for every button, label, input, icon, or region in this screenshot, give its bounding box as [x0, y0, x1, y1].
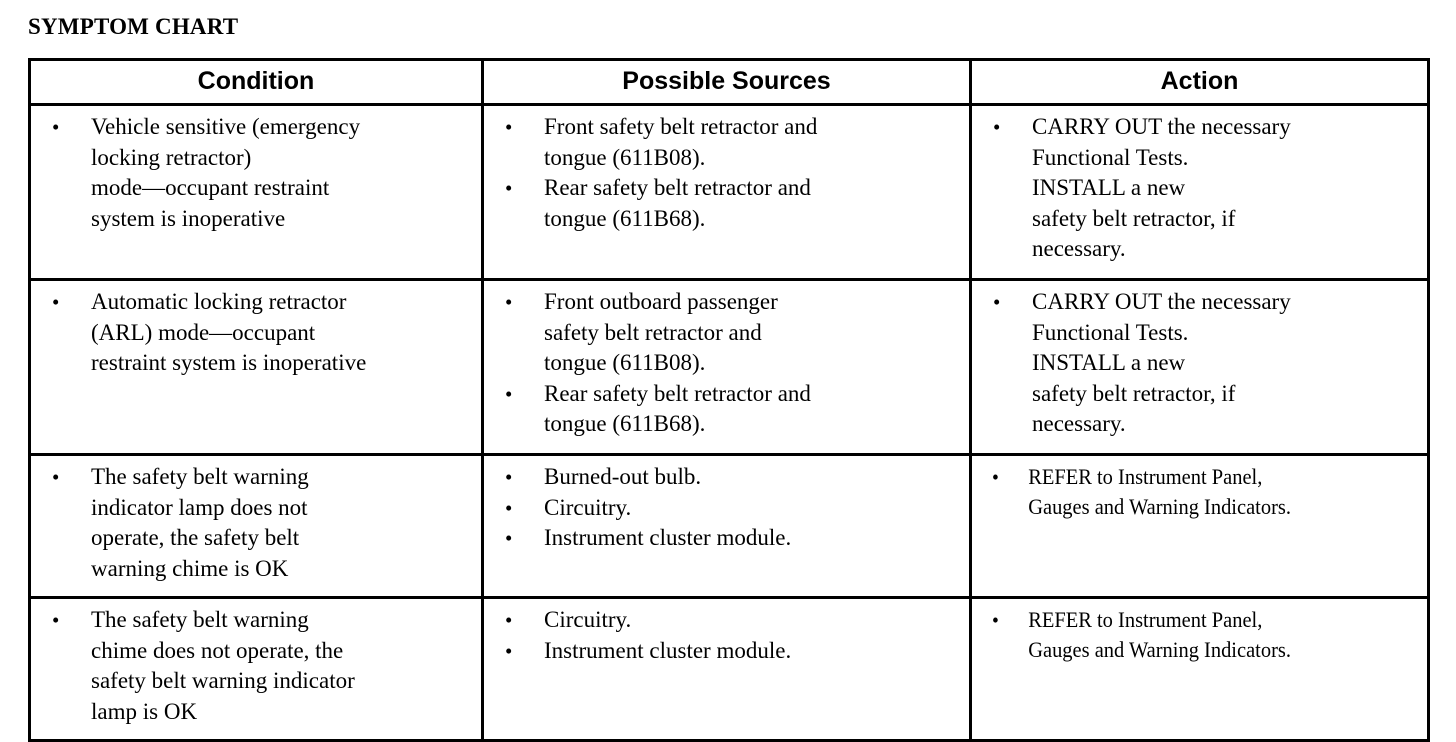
cell-action: CARRY OUT the necessary Functional Tests… — [969, 103, 1430, 281]
bullet-list-sources: Front outboard passenger safety belt ret… — [490, 287, 963, 440]
bullet-item: Front safety belt retractor and tongue (… — [490, 112, 963, 173]
bullet-item: The safety belt warning indicator lamp d… — [37, 462, 475, 584]
bullet-list-sources: Burned-out bulb.Circuitry.Instrument clu… — [490, 462, 963, 554]
column-header-possible-sources: Possible Sources — [481, 58, 972, 106]
bullet-list-condition: Automatic locking retractor (ARL) mode—o… — [37, 287, 475, 379]
bullet-item: Circuitry. — [490, 493, 963, 524]
bullet-item: Instrument cluster module. — [490, 523, 963, 554]
bullet-item: Automatic locking retractor (ARL) mode—o… — [37, 287, 475, 379]
cell-possible-sources: Front safety belt retractor and tongue (… — [481, 103, 972, 281]
bullet-list-action: CARRY OUT the necessary Functional Tests… — [978, 287, 1421, 440]
bullet-item: Burned-out bulb. — [490, 462, 963, 493]
bullet-item: Front outboard passenger safety belt ret… — [490, 287, 963, 379]
symptom-chart-page: SYMPTOM CHART Condition Possible Sources… — [0, 0, 1456, 720]
bullet-list-condition: The safety belt warning chime does not o… — [37, 605, 475, 727]
cell-condition: The safety belt warning chime does not o… — [28, 596, 484, 742]
bullet-item: Vehicle sensitive (emergency locking ret… — [37, 112, 475, 234]
bullet-item: CARRY OUT the necessary Functional Tests… — [978, 112, 1421, 265]
table-row: Automatic locking retractor (ARL) mode—o… — [28, 278, 1430, 456]
bullet-list-action: REFER to Instrument Panel, Gauges and Wa… — [978, 605, 1421, 665]
bullet-item: REFER to Instrument Panel, Gauges and Wa… — [978, 462, 1456, 522]
bullet-list-condition: Vehicle sensitive (emergency locking ret… — [37, 112, 475, 234]
cell-condition: Vehicle sensitive (emergency locking ret… — [28, 103, 484, 281]
table-row: The safety belt warning indicator lamp d… — [28, 453, 1430, 599]
table-row: Vehicle sensitive (emergency locking ret… — [28, 103, 1430, 281]
cell-action: REFER to Instrument Panel, Gauges and Wa… — [969, 596, 1430, 742]
bullet-list-action: CARRY OUT the necessary Functional Tests… — [978, 112, 1421, 265]
bullet-item: REFER to Instrument Panel, Gauges and Wa… — [978, 605, 1456, 665]
symptom-chart-table: Condition Possible Sources Action Vehicl… — [28, 58, 1430, 742]
bullet-item: The safety belt warning chime does not o… — [37, 605, 475, 727]
cell-condition: Automatic locking retractor (ARL) mode—o… — [28, 278, 484, 456]
column-header-condition: Condition — [28, 58, 484, 106]
table-header-row: Condition Possible Sources Action — [28, 58, 1430, 106]
page-title: SYMPTOM CHART — [28, 14, 239, 39]
bullet-item: Rear safety belt retractor and tongue (6… — [490, 173, 963, 234]
column-header-action: Action — [969, 58, 1430, 106]
cell-action: REFER to Instrument Panel, Gauges and Wa… — [969, 453, 1430, 599]
bullet-item: Rear safety belt retractor and tongue (6… — [490, 379, 963, 440]
table-row: The safety belt warning chime does not o… — [28, 596, 1430, 742]
bullet-list-action: REFER to Instrument Panel, Gauges and Wa… — [978, 462, 1421, 522]
bullet-item: CARRY OUT the necessary Functional Tests… — [978, 287, 1421, 440]
bullet-item: Instrument cluster module. — [490, 636, 963, 667]
bullet-item: Circuitry. — [490, 605, 963, 636]
cell-action: CARRY OUT the necessary Functional Tests… — [969, 278, 1430, 456]
bullet-list-sources: Circuitry.Instrument cluster module. — [490, 605, 963, 666]
cell-possible-sources: Circuitry.Instrument cluster module. — [481, 596, 972, 742]
table-body: Vehicle sensitive (emergency locking ret… — [28, 103, 1430, 742]
cell-possible-sources: Burned-out bulb.Circuitry.Instrument clu… — [481, 453, 972, 599]
bullet-list-condition: The safety belt warning indicator lamp d… — [37, 462, 475, 584]
bullet-list-sources: Front safety belt retractor and tongue (… — [490, 112, 963, 234]
cell-condition: The safety belt warning indicator lamp d… — [28, 453, 484, 599]
table-header: Condition Possible Sources Action — [28, 58, 1430, 106]
cell-possible-sources: Front outboard passenger safety belt ret… — [481, 278, 972, 456]
